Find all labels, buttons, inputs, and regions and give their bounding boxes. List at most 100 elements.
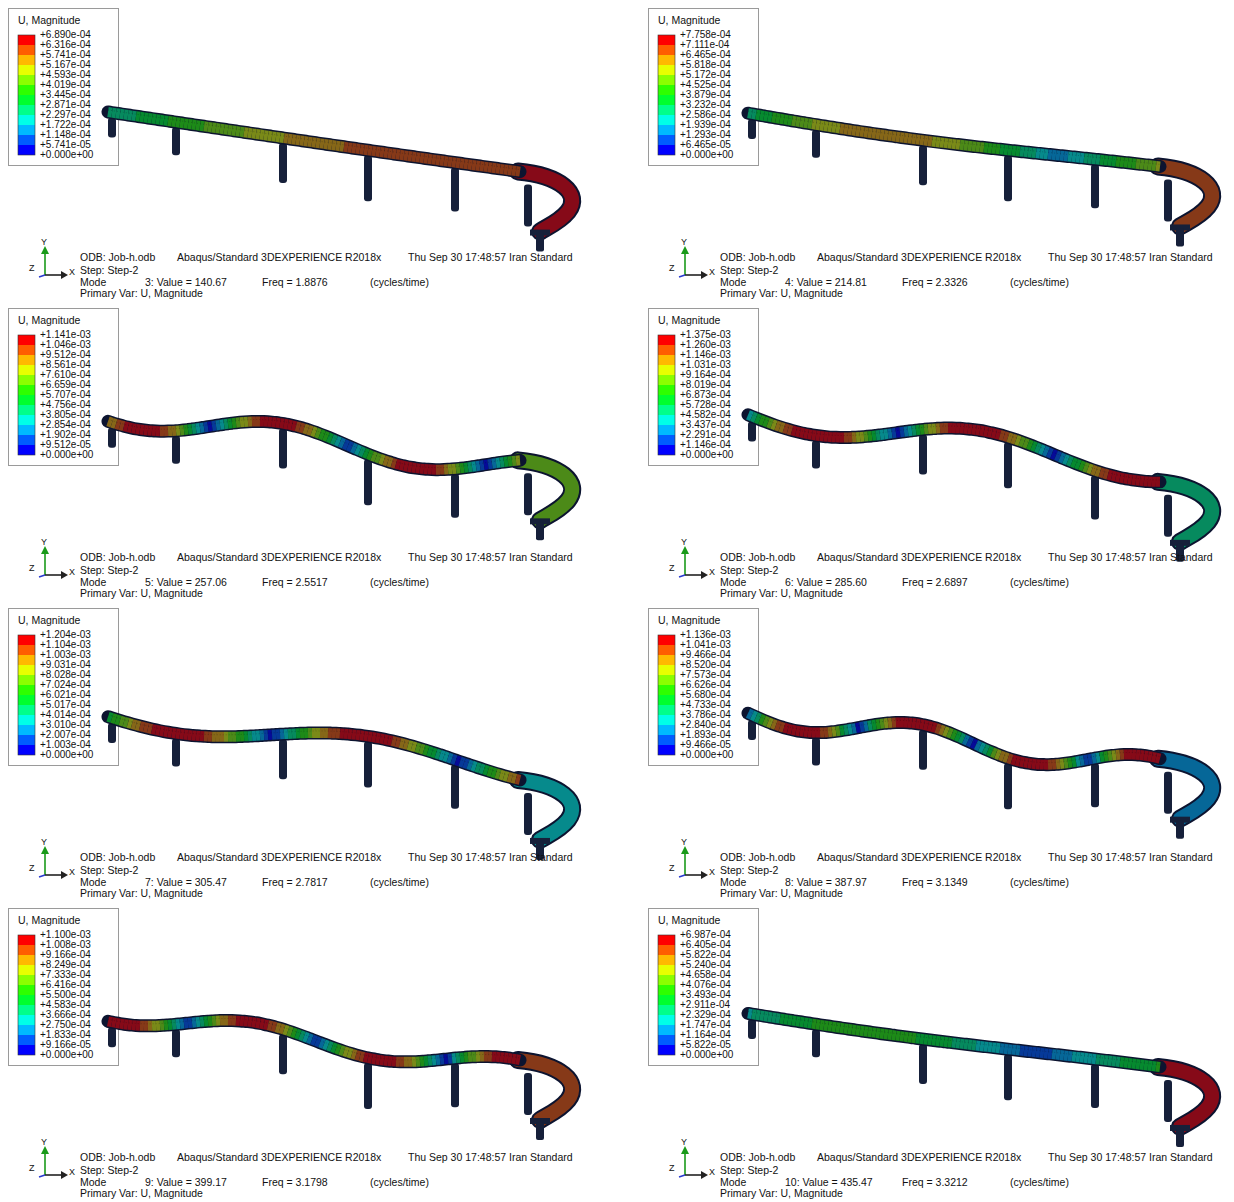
deck-segment [452,464,456,474]
deck-segment [220,419,224,430]
deck-segment [408,745,412,746]
deck-segment [1040,149,1044,159]
deck-segment [828,727,832,737]
deck-segment [144,1021,148,1031]
pier-group [748,720,1172,814]
deck-segment [212,1016,216,1026]
deck-segment [220,1015,224,1025]
pier [1091,763,1099,807]
deck-segment [212,122,216,133]
deck-segment [944,423,948,433]
deck-segment [116,1018,120,1029]
deck-segment [1092,1054,1096,1064]
deck-segment [828,432,832,442]
deck-segment [752,416,756,418]
pier [451,1063,459,1107]
deck-segment [260,130,264,141]
legend-title: U, Magnitude [658,914,720,926]
deck-segment [904,717,908,727]
deck-segment [1056,455,1060,457]
solver-info: Abaqus/Standard 3DEXPERIENCE R2018x [817,851,1021,863]
deck-segment [1068,757,1072,768]
deck-segment [128,723,132,724]
deck-segment [1156,758,1160,759]
deck-segment [464,159,468,170]
contour-band [658,695,675,705]
deck-segment [820,120,824,131]
deck-segment [304,136,308,147]
deck-segment [112,1017,116,1028]
deck-segment [1040,449,1044,451]
deck-segment [300,135,304,146]
deck-segment [948,423,952,433]
deck-segment [1068,1051,1072,1061]
deck-segment [1024,147,1028,157]
deck-segment [396,1057,400,1067]
deck-segment [140,726,144,727]
contour-band [658,655,675,665]
pier [172,1029,180,1057]
deck-segment [1044,760,1048,770]
deck-segment [472,160,476,171]
deck-segment [1140,1059,1144,1069]
deck-segment [440,755,444,756]
deck-segment [1056,1050,1060,1060]
deck-segment [1052,759,1056,769]
deck-segment [824,121,828,132]
deck-segment [356,1055,360,1056]
deck-segment [472,461,476,472]
deck-segment [1120,750,1124,760]
deck-segment [824,1020,828,1031]
axis-label: Y [41,836,47,848]
deck-segment [460,463,464,473]
deck-segment [188,1018,192,1028]
deck-segment [424,750,428,751]
deck-segment [248,1017,252,1028]
deck-segment [292,1032,296,1033]
mode-panel: U, Magnitude+1.141e-03+1.046e-03+9.512e-… [0,300,600,600]
deck-segment [196,1017,200,1027]
deck-segment [852,1025,856,1036]
deck-segment [796,116,800,127]
deck-segment [192,1017,196,1027]
deck-segment [864,127,868,138]
deck-segment [196,423,200,434]
deck-segment [972,1040,976,1050]
deck-segment [128,110,132,121]
deck-segment [300,427,304,428]
deck-segment [1152,1061,1156,1072]
deck-segment [464,462,468,473]
deck-segment [1120,157,1124,167]
deck-segment [228,732,232,742]
deck-segment [1008,1044,1012,1054]
deck-segment [832,122,836,133]
deck-segment [940,137,944,147]
pier [1091,476,1099,520]
deck-segment [152,114,156,125]
deck-segment [948,1037,952,1047]
deck-segment [476,1052,480,1062]
deck-segment [748,415,752,417]
deck-segment [784,114,788,125]
legend-title: U, Magnitude [658,614,720,626]
deck-segment [1116,750,1120,760]
unit-label: (cycles/time) [1010,576,1069,588]
deck-segment [872,1027,876,1038]
deck-segment [1136,475,1140,485]
deck-segment [764,720,768,722]
deck-segment [308,1038,312,1040]
deck-segment [144,112,148,123]
deck-segment [332,1047,336,1048]
deck-segment [760,420,764,422]
deck-segment [924,1034,928,1045]
contour-band [658,335,675,345]
deck-segment [132,1020,136,1030]
deck-segment [788,1015,792,1026]
contour-band [18,975,35,985]
deck-segment [236,732,240,742]
deck-segment [876,719,880,730]
frequency: Freq = 3.1349 [902,876,968,888]
deck-segment [1004,145,1008,155]
deck-segment [772,424,776,425]
deck-segment [812,430,816,441]
